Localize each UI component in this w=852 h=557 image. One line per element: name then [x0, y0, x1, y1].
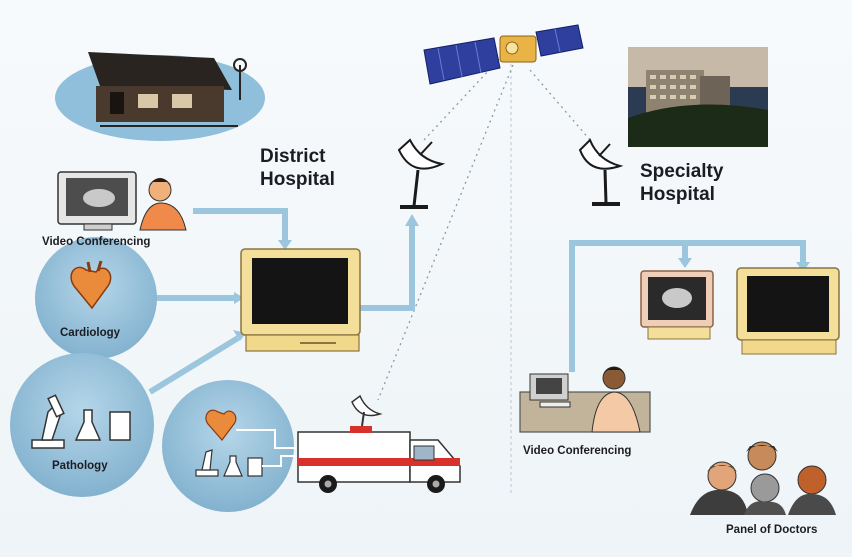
- arrow-head: [678, 258, 692, 268]
- district-hospital-line1: District: [260, 146, 326, 167]
- lab-flask-icon: [74, 409, 131, 441]
- specialty-hospital-line1: Specialty: [640, 161, 724, 182]
- pathology-circle: [10, 353, 154, 497]
- cardiology-circle: [35, 237, 157, 359]
- satellite-dish-icon: [578, 138, 624, 206]
- heart-icon: [70, 260, 112, 310]
- video-conferencing-right-label: Video Conferencing: [523, 445, 632, 457]
- video-conferencing-left-label: Video Conferencing: [42, 236, 151, 248]
- specialty-hospital-line2: Hospital: [640, 184, 715, 205]
- satellite-dish-icon: [397, 138, 446, 209]
- district-hospital-label: District Hospital: [260, 145, 335, 191]
- arrow-head: [796, 262, 810, 272]
- village-house-icon: [55, 52, 265, 141]
- specialty-hospital-label: Specialty Hospital: [640, 160, 723, 206]
- arrow-head: [234, 292, 244, 304]
- monitor-icon: [736, 267, 840, 355]
- video-conferencing-left-icon: [57, 171, 187, 231]
- monitor-icon: [640, 270, 714, 340]
- district-hospital-line2: Hospital: [260, 169, 335, 190]
- ambulance-icon: [297, 394, 461, 493]
- microscope-icon: [31, 394, 65, 449]
- arrow-head: [278, 240, 292, 250]
- cardiology-label: Cardiology: [60, 327, 121, 339]
- ambulance-circle: [162, 380, 296, 512]
- doctor-icon: [591, 366, 641, 433]
- arrow-head: [405, 214, 419, 226]
- hospital-building-icon: [628, 47, 768, 147]
- connection-lines-left: [148, 208, 415, 395]
- panel-of-doctors-icon: [690, 441, 836, 515]
- heart-icon: [205, 409, 237, 441]
- panel-of-doctors-label: Panel of Doctors: [726, 524, 818, 536]
- video-conferencing-right-icon: [519, 366, 651, 433]
- pathology-label: Pathology: [52, 460, 108, 472]
- satellite-icon: [423, 24, 584, 85]
- monitor-icon: [240, 248, 361, 352]
